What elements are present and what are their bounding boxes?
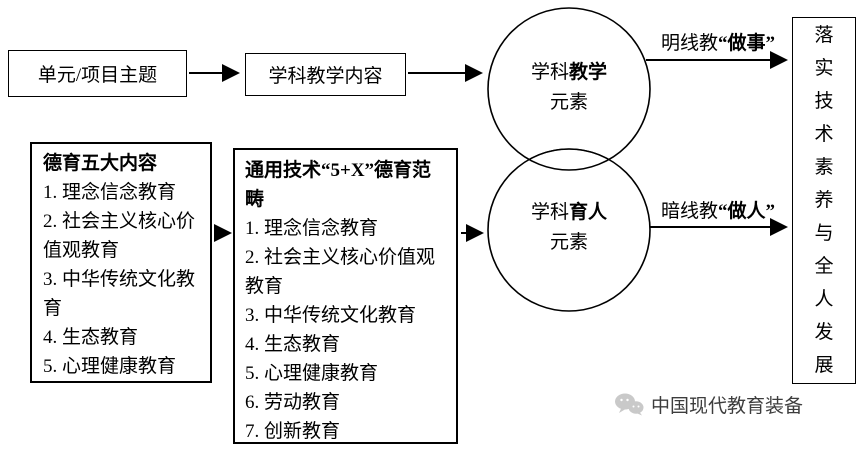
brand-name: 中国现代教育装备 bbox=[651, 396, 804, 417]
teaching-content-box: 学科教学内容 bbox=[245, 53, 406, 96]
goal-box: 落实技术素养与全人发展 bbox=[792, 17, 856, 384]
tech-moral-box: 通用技术“5+X”德育范畴 1. 理念信念教育 2. 社会主义核心价值观教育 3… bbox=[233, 148, 458, 444]
teaching-circle-fill bbox=[488, 8, 650, 170]
list-item: 7. 创新教育 bbox=[245, 421, 341, 442]
implicit-line-label: 暗线教“做人” bbox=[660, 201, 776, 222]
teaching-circle-line1: 学科教学 bbox=[530, 62, 608, 83]
list-item: 4. 生态教育 bbox=[245, 334, 341, 355]
list-item: 2. 社会主义核心价值观教育 bbox=[245, 247, 436, 297]
explicit-line-label: 明线教“做事” bbox=[660, 33, 776, 54]
list-item: 6. 劳动教育 bbox=[245, 392, 341, 413]
moral-education-header: 德育五大内容 bbox=[43, 153, 158, 174]
list-item: 2. 社会主义核心价值观教育 bbox=[43, 211, 196, 261]
list-item: 1. 理念信念教育 bbox=[43, 182, 177, 203]
teaching-circle-label: 学科教学 元素 bbox=[489, 58, 649, 118]
nurturing-circle-label: 学科育人 元素 bbox=[489, 198, 649, 258]
list-item: 5. 心理健康教育 bbox=[43, 356, 177, 377]
list-item: 3. 中华传统文化教育 bbox=[43, 269, 196, 319]
nurturing-circle bbox=[487, 148, 651, 312]
list-item: 5. 心理健康教育 bbox=[245, 363, 379, 384]
moral-education-box: 德育五大内容 1. 理念信念教育 2. 社会主义核心价值观教育 3. 中华传统文… bbox=[30, 142, 212, 383]
brand-footer: 中国现代教育装备 bbox=[614, 391, 803, 418]
tech-moral-header: 通用技术“5+X”德育范畴 bbox=[245, 160, 432, 210]
wechat-icon bbox=[615, 393, 644, 416]
list-item: 4. 生态教育 bbox=[43, 327, 139, 348]
goal-text: 落实技术素养与全人发展 bbox=[814, 25, 834, 376]
list-item: 1. 理念信念教育 bbox=[245, 218, 379, 239]
nurturing-circle-line2: 元素 bbox=[549, 232, 588, 253]
unit-theme-label: 单元/项目主题 bbox=[37, 65, 158, 86]
unit-theme-box: 单元/项目主题 bbox=[8, 50, 187, 97]
list-item: 3. 中华传统文化教育 bbox=[245, 305, 417, 326]
teaching-content-label: 学科教学内容 bbox=[268, 66, 383, 87]
teaching-circle bbox=[487, 7, 651, 171]
teaching-circle-line2: 元素 bbox=[549, 92, 588, 113]
nurturing-circle-fill bbox=[488, 149, 650, 311]
nurturing-circle-line1: 学科育人 bbox=[530, 202, 608, 223]
